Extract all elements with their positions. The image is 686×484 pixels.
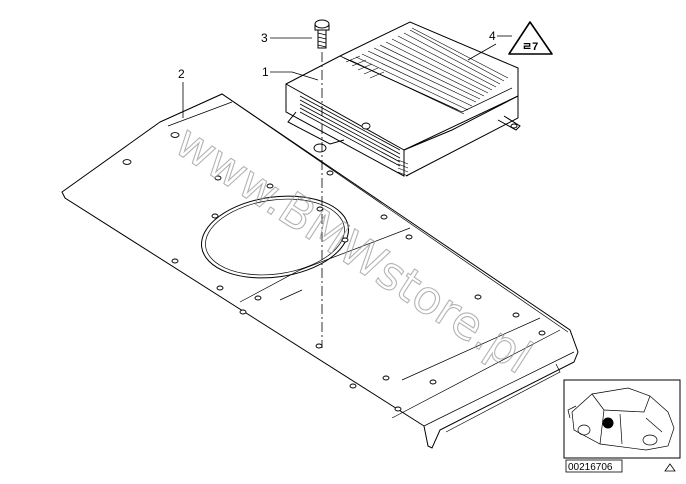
mounting-hole-group bbox=[122, 132, 546, 412]
screw[interactable] bbox=[314, 19, 330, 49]
reference-code: 00216706 bbox=[568, 462, 613, 473]
car-silhouette-icon bbox=[567, 387, 675, 451]
mounting-panel[interactable] bbox=[61, 93, 579, 449]
vehicle-locator-thumbnail[interactable]: 00216706 bbox=[563, 379, 681, 473]
watermark-text: www.BMWstore.pl bbox=[166, 114, 542, 384]
callout-3[interactable]: 3 bbox=[261, 31, 312, 45]
amplifier-unit[interactable] bbox=[285, 21, 521, 177]
callout-4[interactable]: 4 bbox=[467, 29, 512, 61]
callout-number-2: 2 bbox=[178, 67, 185, 81]
callout-number-4: 4 bbox=[489, 29, 496, 43]
location-marker-icon bbox=[602, 417, 614, 429]
callout-2[interactable]: 2 bbox=[178, 67, 185, 118]
triangle-icon bbox=[664, 463, 676, 472]
callout-number-1: 1 bbox=[262, 65, 269, 79]
callout-number-3: 3 bbox=[261, 31, 268, 45]
warning-label-symbol: ㄹ7 bbox=[522, 41, 538, 53]
warning-label[interactable]: ㄹ7 bbox=[508, 21, 553, 55]
callout-1[interactable]: 1 bbox=[262, 65, 319, 81]
